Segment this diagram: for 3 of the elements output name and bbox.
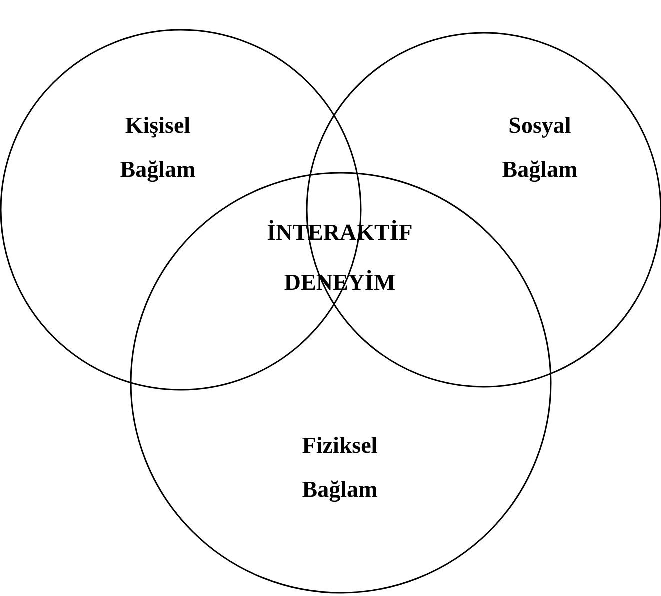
circle-label: Kişisel Bağlam [119,112,197,184]
circle-label: Sosyal Bağlam [501,112,579,184]
circle-label: Fiziksel Bağlam [301,432,379,504]
